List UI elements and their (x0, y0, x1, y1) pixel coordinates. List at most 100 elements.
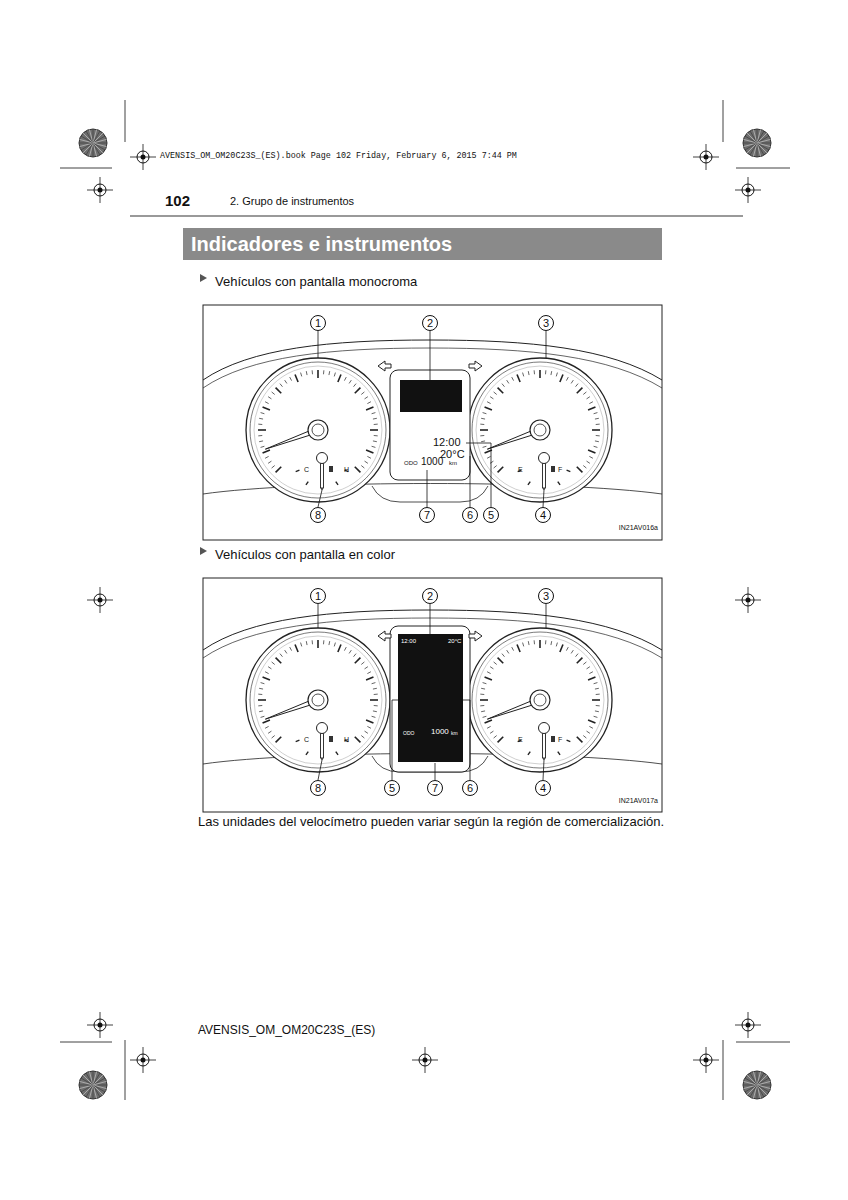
gauge-tick (373, 710, 377, 712)
gauge-tick (373, 688, 377, 690)
gauge-tick (594, 716, 598, 717)
gauge-letter: C (304, 466, 309, 473)
registration-ray (757, 136, 769, 143)
gauge-tick (265, 726, 269, 728)
registration-ray (757, 143, 764, 155)
gauge-tick (494, 736, 497, 739)
gauge-tick (261, 413, 265, 414)
gauge-tick (576, 654, 579, 657)
gauge-icon (551, 466, 555, 472)
registration-ray (743, 143, 757, 147)
gauge-tick (365, 461, 368, 463)
gauge-tick (367, 672, 371, 674)
figure-id: IN21AV016a (619, 524, 658, 531)
subgauge-tick (296, 470, 300, 471)
gauge-hub (312, 424, 324, 436)
leader-line (466, 443, 491, 507)
gauge-tick (355, 737, 361, 743)
gauge-tick (550, 641, 552, 645)
callout-number: 8 (310, 780, 326, 796)
gauge-tick (487, 726, 491, 728)
callout-label: 7 (432, 783, 438, 794)
gauge-tick (595, 688, 599, 690)
gauge-tick (594, 413, 598, 414)
gauge-tick (577, 658, 583, 664)
registration-ray (79, 143, 93, 147)
registration-ray (93, 1078, 105, 1085)
gauge-tick (507, 650, 509, 653)
page-number: 102 (165, 193, 190, 208)
crop-target (130, 144, 156, 170)
gauge-tick (261, 446, 265, 447)
display-frame (390, 626, 470, 772)
subsection-heading: Vehículos con pantalla monocroma (215, 275, 417, 288)
gauge-tick (583, 736, 586, 739)
gauge-tick (545, 370, 546, 374)
gauge-tick (373, 440, 377, 442)
subgauge-tick (336, 482, 338, 485)
gauge-tick (306, 371, 308, 375)
callout-label: 5 (389, 783, 395, 794)
target-dot (98, 598, 103, 603)
subgauge-hub (317, 723, 328, 734)
registration-mark (79, 1071, 107, 1099)
display-text: km (449, 460, 457, 466)
cluster-figure (203, 610, 662, 772)
gauge-tick (528, 371, 530, 375)
gauge-tick (344, 647, 346, 651)
gauge-tick (261, 716, 265, 717)
crop-target (412, 1047, 438, 1073)
registration-ray (93, 143, 100, 155)
gauge-tick (517, 645, 520, 652)
gauge-tick (323, 370, 324, 374)
trim-line (60, 168, 112, 169)
gauge-rim (254, 366, 382, 494)
display-text: 1000 (431, 728, 449, 736)
leader-line (318, 490, 322, 507)
gauge-tick (268, 461, 271, 463)
callout-label: 1 (315, 591, 321, 602)
gauge-tick (263, 407, 270, 410)
registration-ray (743, 1085, 757, 1089)
gauge-tick (259, 440, 263, 442)
target-dot (746, 598, 751, 603)
gauge-tick (588, 720, 595, 723)
gauge-tick (480, 705, 484, 706)
gauge-rim (472, 632, 608, 768)
callout-number: 5 (384, 780, 400, 796)
callout-number: 3 (538, 588, 554, 604)
registration-ray (89, 1071, 93, 1085)
tray-line (372, 486, 488, 502)
gauge-tick (365, 731, 368, 733)
callout-number: 3 (538, 315, 554, 331)
callout-label: 1 (315, 318, 321, 329)
gauge-tick (272, 466, 275, 469)
gauge-tick (588, 407, 595, 410)
registration-disk (79, 129, 107, 157)
registration-ray (757, 1085, 764, 1097)
gauge-tick (595, 418, 599, 420)
gauge-tick (365, 667, 368, 669)
gauge-tick (268, 397, 271, 399)
gauge-tick (490, 731, 493, 733)
registration-ray (86, 131, 93, 143)
gauge-tick (258, 435, 262, 436)
gauge-tick (583, 466, 586, 469)
registration-ray (93, 143, 97, 157)
gauge-tick (265, 672, 269, 674)
registration-ray (93, 1081, 107, 1085)
gauge-tick (354, 654, 357, 657)
gauge-tick (372, 683, 376, 684)
gauge-tick (588, 450, 595, 453)
leader-line (427, 470, 428, 507)
trim-line (60, 1042, 112, 1043)
callout-number: 2 (422, 588, 438, 604)
subgauge-tick (528, 752, 530, 755)
gauge-tick (592, 429, 600, 431)
registration-ray (745, 143, 757, 150)
gauge-tick (366, 407, 373, 410)
display-screen (400, 380, 462, 412)
gauge-tick (587, 461, 590, 463)
gauge-tick (265, 456, 269, 458)
gauge-tick (338, 645, 341, 652)
